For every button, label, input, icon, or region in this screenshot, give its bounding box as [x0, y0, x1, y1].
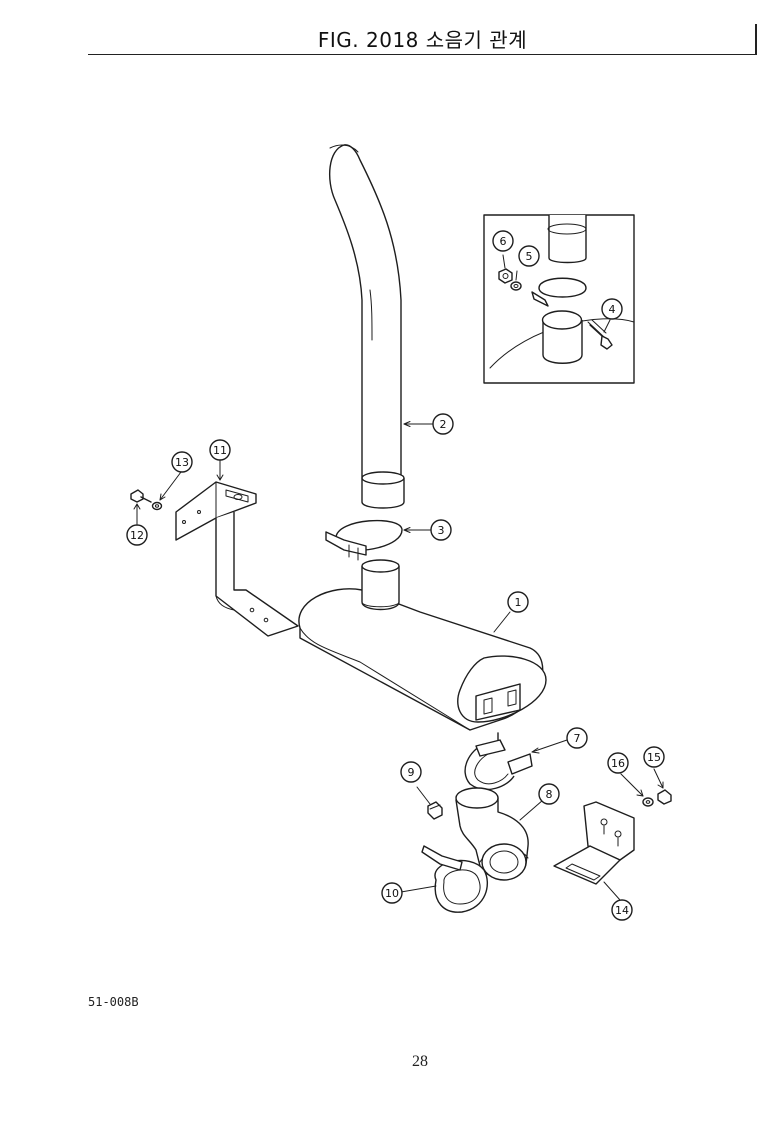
svg-text:1: 1 [515, 596, 522, 609]
svg-text:11: 11 [213, 444, 227, 457]
leader-lines [133, 254, 664, 901]
drawing-code: 51-008B [88, 995, 139, 1009]
svg-text:14: 14 [615, 904, 629, 917]
svg-text:2: 2 [440, 418, 447, 431]
callout-8: 8 [538, 783, 560, 805]
callout-14: 14 [611, 899, 633, 921]
inset-detail [483, 214, 635, 384]
part-8-elbow [455, 787, 529, 881]
callout-9: 9 [400, 761, 422, 783]
callout-11: 11 [209, 439, 231, 461]
svg-text:12: 12 [130, 529, 144, 542]
callout-7: 7 [566, 727, 588, 749]
svg-text:16: 16 [611, 757, 625, 770]
callout-13: 13 [171, 451, 193, 473]
svg-text:6: 6 [500, 235, 507, 248]
parts-12-13-bolt-washer [130, 489, 163, 511]
part-1-muffler [298, 559, 547, 731]
svg-text:3: 3 [438, 524, 445, 537]
svg-text:5: 5 [526, 250, 533, 263]
svg-text:4: 4 [609, 303, 616, 316]
figure-title: FIG. 2018 소음기 관계 [317, 28, 528, 52]
callout-15: 15 [643, 746, 665, 768]
title-frame [88, 24, 757, 55]
svg-text:7: 7 [574, 732, 581, 745]
svg-text:13: 13 [175, 456, 189, 469]
svg-text:8: 8 [546, 788, 553, 801]
svg-text:9: 9 [408, 766, 415, 779]
part-3-clamp [325, 519, 403, 561]
parts-15-16-bolt-washer [642, 789, 672, 807]
page-number: 28 [412, 1053, 428, 1070]
callout-4: 4 [601, 298, 623, 320]
part-9-stud [427, 801, 443, 820]
part-7-hanger [464, 732, 533, 791]
callout-10: 10 [381, 882, 403, 904]
callout-16: 16 [607, 752, 629, 774]
callout-1: 1 [507, 591, 529, 613]
callout-5: 5 [518, 245, 540, 267]
callout-12: 12 [126, 524, 148, 546]
callout-6: 6 [492, 230, 514, 252]
part-11-bracket [175, 481, 299, 637]
part-14-support-bracket [553, 801, 635, 885]
part-2-tailpipe [329, 144, 405, 509]
callout-2: 2 [432, 413, 454, 435]
callout-3: 3 [430, 519, 452, 541]
part-10-band-clamp [421, 845, 488, 913]
svg-text:15: 15 [647, 751, 661, 764]
svg-text:10: 10 [385, 887, 399, 900]
